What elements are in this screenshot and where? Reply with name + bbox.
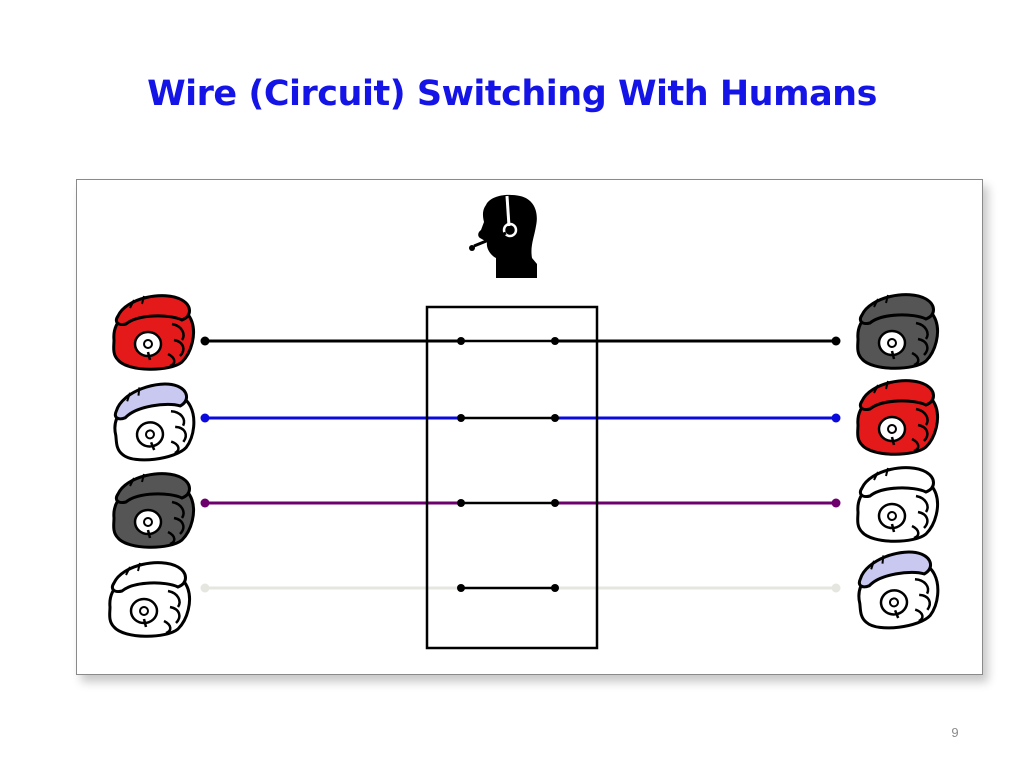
- switchboard-jacks: [457, 337, 559, 592]
- line-1-right-endpoint: [831, 336, 841, 346]
- telephone-icon-dark-right: [856, 293, 940, 370]
- line-2-left-endpoint: [200, 413, 210, 423]
- line-3-left-endpoint: [200, 498, 210, 508]
- telephone-icon-red-right: [856, 379, 940, 456]
- page-number: 9: [951, 725, 959, 740]
- telephone-icon-white-left: [108, 561, 192, 638]
- telephone-icon-white-right: [856, 466, 940, 543]
- telephone-icon-lavender-left: [107, 378, 201, 466]
- line-4-right-endpoint: [831, 583, 841, 593]
- operator-headset-icon: [469, 194, 537, 278]
- slide-title: Wire (Circuit) Switching With Humans: [147, 74, 877, 114]
- switchboard: [425, 305, 599, 650]
- line-1-left-endpoint: [200, 336, 210, 346]
- telephone-icon-red-left: [112, 294, 196, 371]
- line-2-right-endpoint: [831, 413, 841, 423]
- telephone-icon-lavender-right: [851, 546, 945, 634]
- line-4-left-endpoint: [200, 583, 210, 593]
- line-3-right-endpoint: [831, 498, 841, 508]
- telephone-icon-dark-left: [112, 472, 196, 549]
